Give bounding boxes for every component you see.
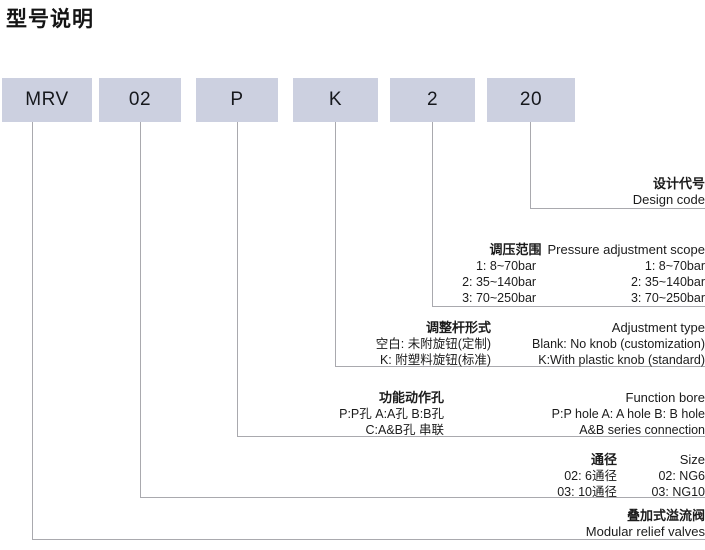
code-box-5[interactable]: 2 (390, 78, 475, 122)
size-row-2-en: 03: NG10 (651, 485, 705, 499)
function-bore-row-2-en: A&B series connection (579, 423, 705, 437)
function-bore-row-1-en: P:P hole A: A hole B: B hole (551, 407, 705, 421)
code-box-1[interactable]: MRV (2, 78, 92, 122)
size-row-1-en: 02: NG6 (658, 469, 705, 483)
section-pressure-adjustment-scope: 调压范围 Pressure adjustment scope 1: 8~70ba… (443, 240, 705, 306)
adjustment-row-2-cn: K: 附塑料旋钮(标准) (379, 353, 492, 367)
modular-relief-valves-heading-en: Modular relief valves (585, 524, 705, 539)
section-size: 通径 Size 02: 6通径 02: NG6 03: 10通径 03: NG1… (450, 452, 705, 500)
adjustment-row-1-cn: 空白: 未附旋钮(定制) (375, 337, 492, 351)
pressure-row-1-en: 1: 8~70bar (644, 259, 705, 273)
code-box-4[interactable]: K (293, 78, 378, 122)
pressure-row-1-cn: 1: 8~70bar (475, 259, 537, 273)
function-bore-row-1-cn: P:P孔 A:A孔 B:B孔 (339, 407, 444, 421)
modular-relief-valves-heading-cn: 叠加式溢流阀 (626, 508, 705, 523)
model-code-boxes: MRV 02 P K 2 20 (0, 78, 705, 122)
size-heading-en: Size (679, 452, 705, 467)
size-heading-cn: 通径 (590, 452, 617, 467)
code-box-6[interactable]: 20 (487, 78, 575, 122)
pressure-heading-en: Pressure adjustment scope (547, 242, 705, 257)
size-row-1-cn: 02: 6通径 (564, 469, 617, 483)
adjustment-heading-cn: 调整杆形式 (426, 320, 492, 335)
design-code-heading-en: Design code (632, 192, 705, 207)
function-bore-heading-cn: 功能动作孔 (378, 390, 444, 405)
adjustment-heading-en: Adjustment type (611, 320, 705, 335)
section-function-bore: 功能动作孔 Function bore P:P孔 A:A孔 B:B孔 P:P h… (248, 390, 705, 438)
function-bore-heading-en: Function bore (625, 390, 705, 405)
section-adjustment-type: 调整杆形式 Adjustment type 空白: 未附旋钮(定制) Blank… (346, 320, 705, 368)
pressure-heading-cn: 调压范围 (489, 242, 542, 257)
size-row-2-cn: 03: 10通径 (557, 485, 617, 499)
function-bore-row-2-cn: C:A&B孔 串联 (365, 423, 445, 437)
section-design-code: 设计代号 Design code (545, 176, 705, 208)
code-box-2[interactable]: 02 (99, 78, 181, 122)
pressure-row-3-cn: 3: 70~250bar (462, 291, 537, 305)
pressure-row-3-en: 3: 70~250bar (630, 291, 705, 305)
page-title: 型号说明 (6, 8, 94, 31)
adjustment-row-1-en: Blank: No knob (customization) (532, 337, 705, 351)
section-modular-relief-valves: 叠加式溢流阀 Modular relief valves (470, 508, 705, 540)
pressure-row-2-cn: 2: 35~140bar (462, 275, 537, 289)
design-code-heading-cn: 设计代号 (652, 176, 705, 191)
pressure-row-2-en: 2: 35~140bar (630, 275, 705, 289)
adjustment-row-2-en: K:With plastic knob (standard) (538, 353, 705, 367)
code-box-3[interactable]: P (196, 78, 278, 122)
